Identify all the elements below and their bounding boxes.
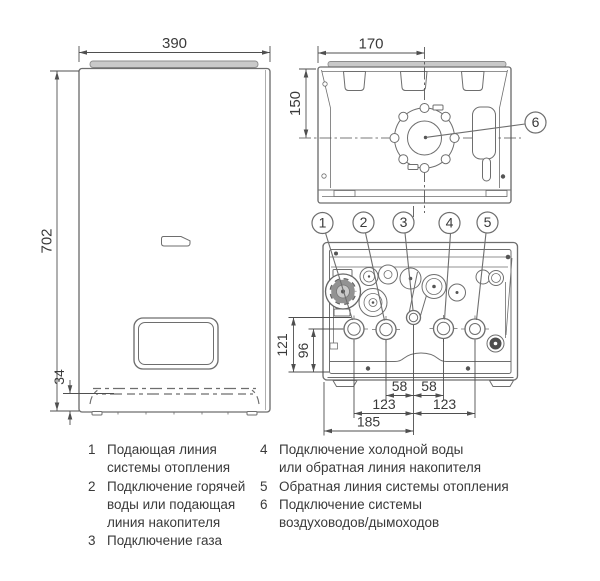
legend-item-2: 2 Подключение горячей воды или подающая … (88, 478, 273, 533)
fitting-4 (429, 315, 458, 342)
dim-label-123-right: 123 (433, 396, 457, 412)
front-top-lid (89, 60, 259, 68)
flue-collar (389, 103, 460, 173)
bottom-callouts: 1 2 3 4 5 (311, 211, 499, 321)
bottom-body-outline (322, 241, 519, 381)
pump (324, 269, 362, 317)
legend-num: 3 (88, 533, 96, 549)
front-latch (161, 236, 191, 247)
dim-label-150: 150 (287, 91, 304, 116)
callout-3: 3 (392, 211, 415, 234)
dim-label-702: 702 (39, 228, 56, 253)
top-screw-holes (321, 81, 506, 179)
top-slot-cutouts (342, 71, 485, 91)
legend-line: Подающая линия (107, 442, 217, 457)
dim-label-34: 34 (51, 369, 67, 385)
legend-num: 1 (88, 442, 96, 457)
fitting-1 (340, 315, 368, 343)
fitting-2 (372, 316, 400, 343)
legend-line: Подключение горячей (107, 478, 246, 494)
svg-text:3: 3 (400, 214, 408, 230)
legend-num: 5 (260, 478, 268, 494)
dim-label-96: 96 (295, 343, 311, 359)
svg-text:1: 1 (319, 215, 327, 231)
top-foot-pad-left (333, 190, 356, 197)
legend-line: линия накопителя (107, 515, 221, 531)
dim-label-170: 170 (358, 36, 383, 53)
top-right-bar (482, 157, 491, 182)
internal-components (358, 264, 505, 353)
legend-line: или обратная линия накопителя (279, 460, 482, 476)
legend-line: Обратная линия системы отопления (279, 478, 509, 494)
fitting-5 (461, 315, 489, 343)
bottom-band (327, 352, 515, 387)
dim-label-58-left: 58 (392, 378, 408, 394)
legend-line: воздуховодов/дымоходов (279, 515, 440, 531)
callout-6: 6 (426, 111, 547, 138)
front-view: 390 702 34 (39, 35, 271, 425)
legend-line: Подключение холодной воды (279, 442, 464, 457)
legend-item-5: 5 Обратная линия системы отопления (260, 478, 560, 496)
legend-num: 6 (260, 496, 268, 512)
dim-label-390: 390 (162, 35, 187, 52)
callout-6-label: 6 (532, 114, 540, 130)
dim-label-121: 121 (274, 333, 290, 357)
dim-label-58-right: 58 (421, 378, 437, 394)
dim-label-185: 185 (357, 414, 381, 430)
dim-top-width: 170 (317, 36, 425, 63)
front-feet (91, 411, 258, 416)
bottom-inner-frame (329, 249, 512, 374)
front-vent-band (89, 387, 260, 405)
dim-top-depth: 150 (287, 68, 316, 138)
top-foot-pad-right (485, 190, 508, 197)
front-display-window-outer (133, 317, 219, 370)
legend-column-right: 4 Подключение холодной воды или обратная… (260, 441, 560, 532)
callout-1: 1 (311, 211, 334, 235)
legend-item-3: 3 Подключение газа (88, 532, 273, 550)
callout-4: 4 (438, 211, 461, 235)
svg-text:2: 2 (360, 214, 368, 230)
dim-front-bottom-offset: 34 (51, 369, 114, 425)
legend-item-4: 4 Подключение холодной воды или обратная… (260, 441, 560, 478)
legend-item-1: 1 Подающая линия системы отопления (88, 441, 273, 478)
callout-2: 2 (352, 211, 375, 234)
top-view: 170 150 6 (287, 36, 547, 213)
dim-front-width: 390 (78, 35, 271, 62)
legend-line: Подключение системы (279, 496, 422, 512)
bottom-view: 1 2 3 4 5 121 96 58 58 123 123 185 (274, 206, 519, 436)
legend-line: Подключение газа (107, 533, 223, 549)
svg-text:5: 5 (484, 214, 492, 230)
legend-column-left: 1 Подающая линия системы отопления 2 Под… (88, 441, 273, 551)
front-display-window-inner (138, 322, 214, 365)
bottom-dimensions: 121 96 58 58 123 123 185 (274, 317, 476, 436)
top-lid-edge (327, 61, 507, 68)
legend-num: 4 (260, 442, 268, 457)
legend-line: системы отопления (107, 460, 231, 476)
legend-line: воды или подающая (107, 496, 236, 512)
legend-item-6: 6 Подключение системы воздуховодов/дымох… (260, 496, 560, 533)
connection-fittings (340, 309, 489, 343)
svg-text:4: 4 (446, 215, 454, 231)
dim-front-height: 702 (39, 70, 79, 412)
callout-5: 5 (476, 211, 499, 234)
dim-label-123-left: 123 (372, 396, 396, 412)
top-right-box (472, 106, 496, 160)
legend-num: 2 (88, 478, 96, 494)
fitting-3 (405, 309, 422, 326)
